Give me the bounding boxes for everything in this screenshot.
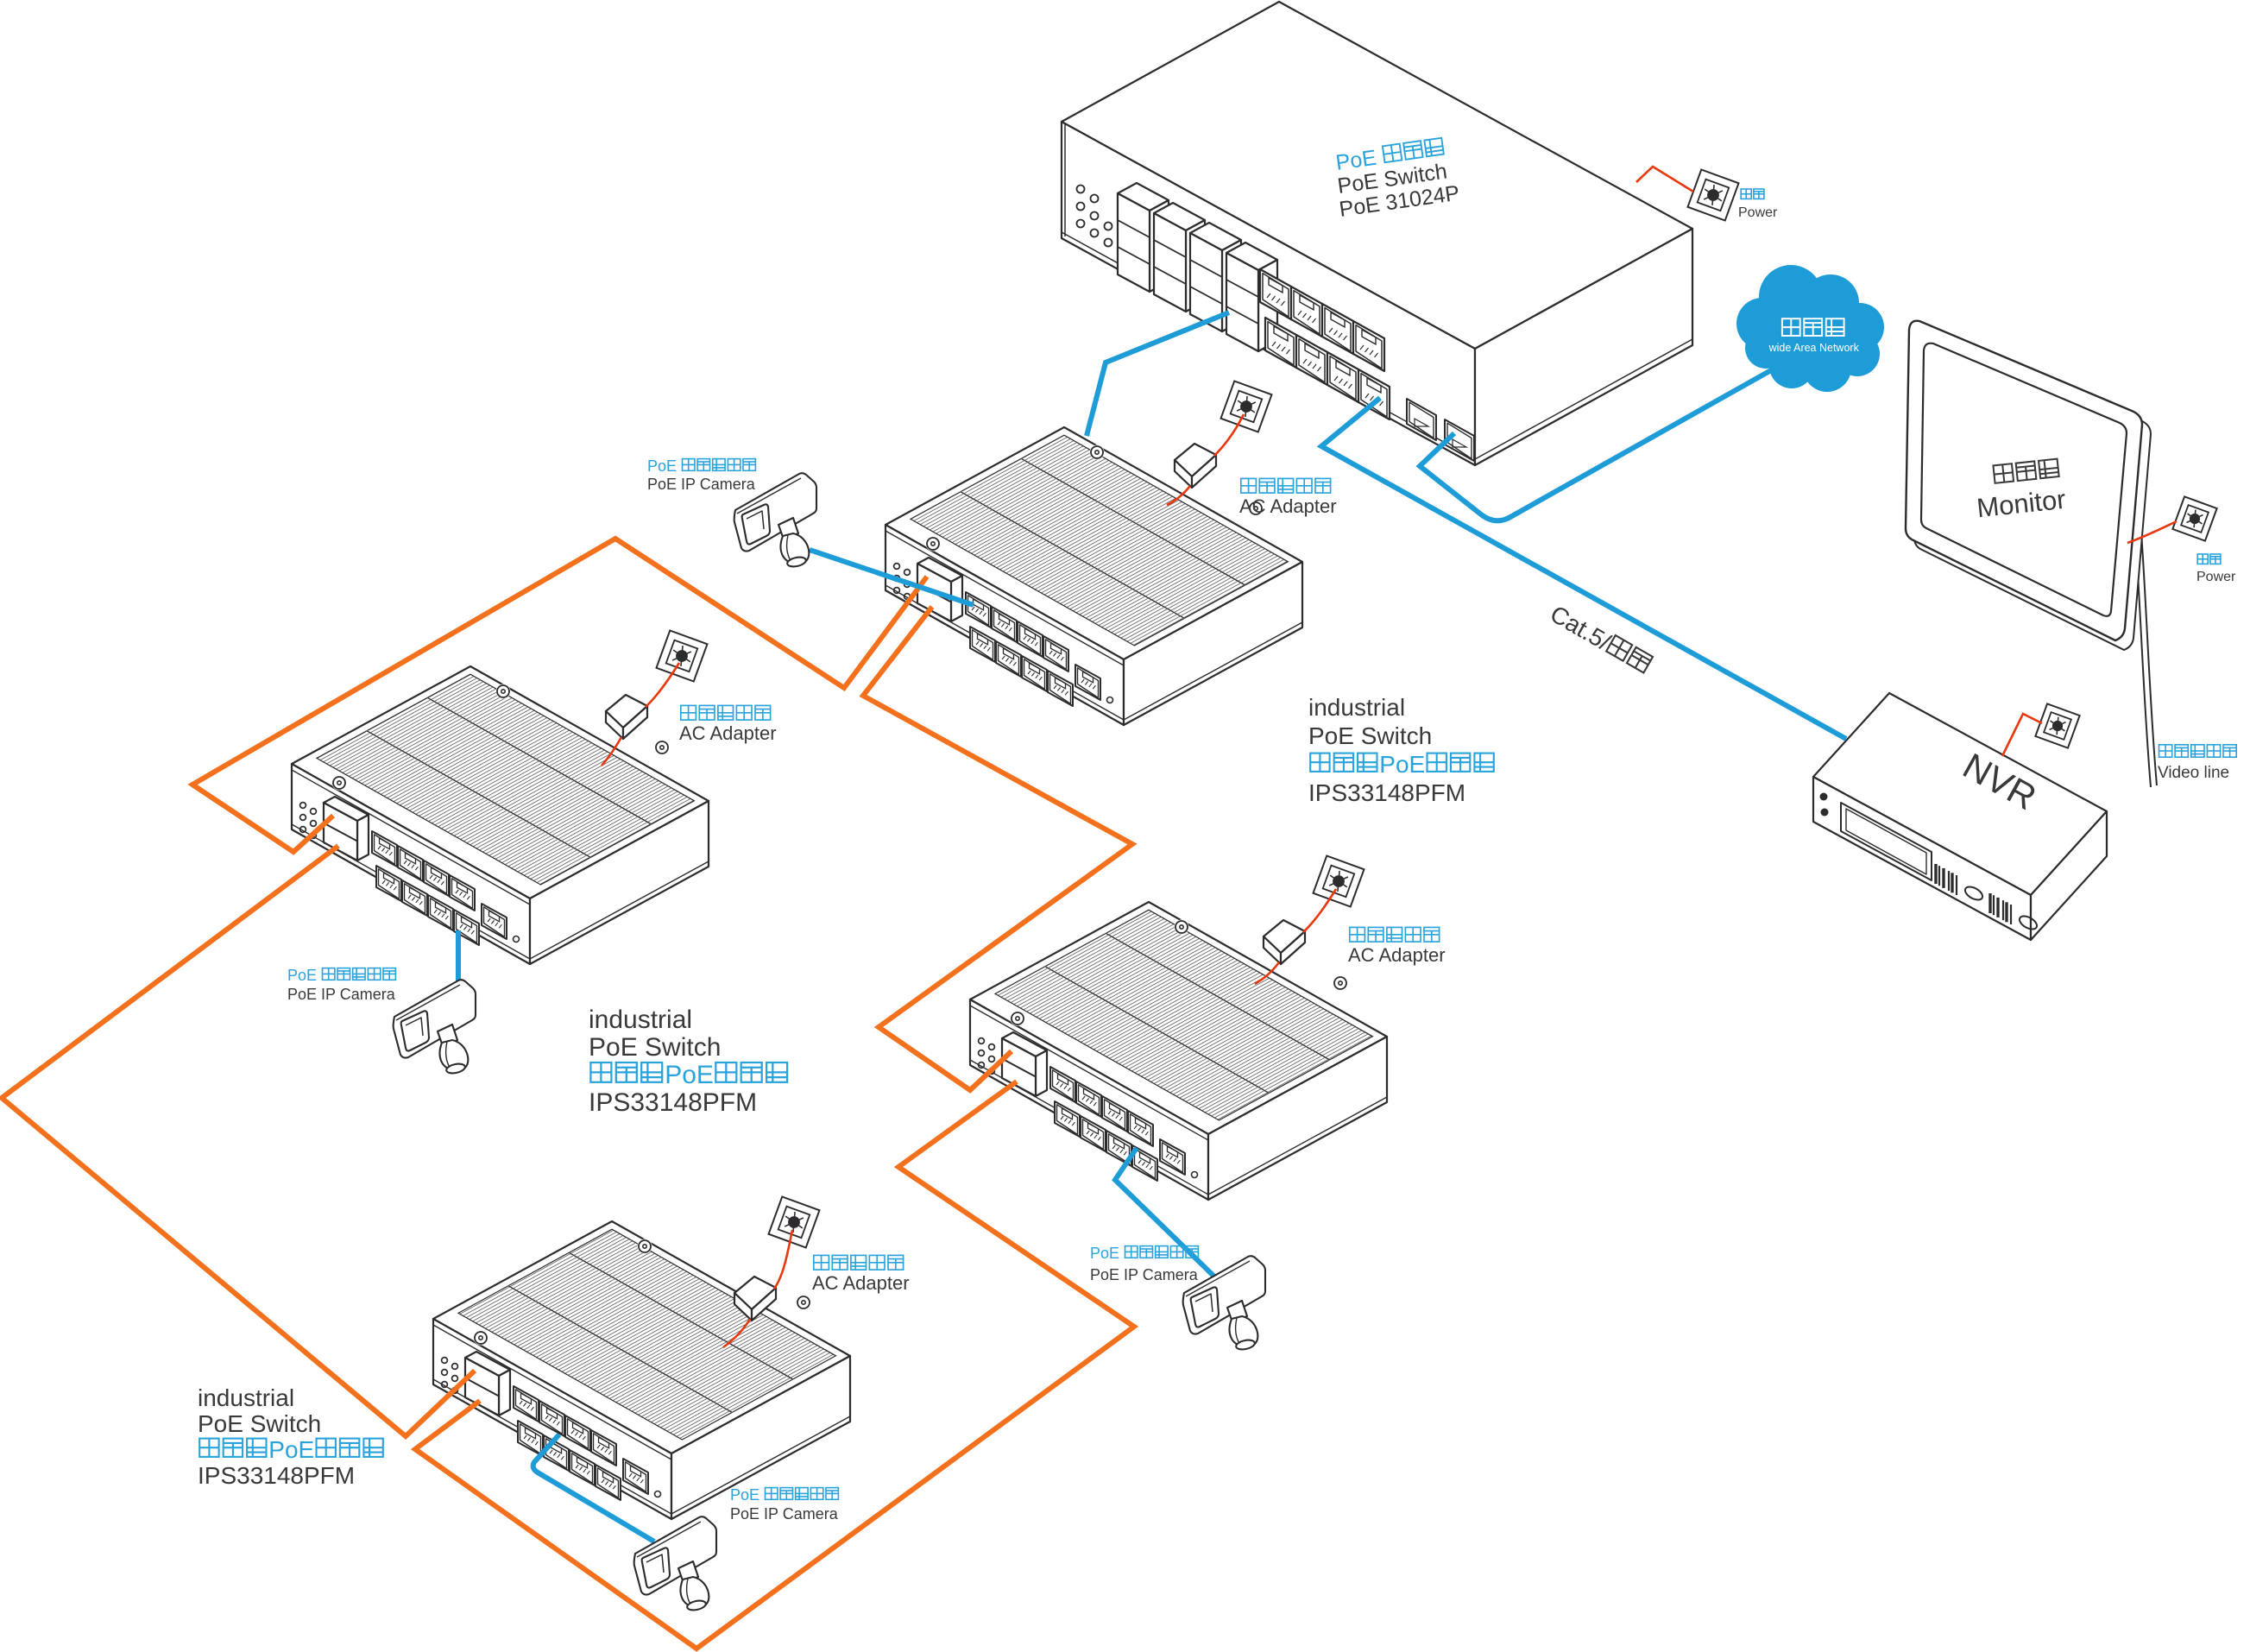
svg-text:PoE IP Camera: PoE IP Camera xyxy=(1090,1266,1199,1283)
svg-text:IPS33148PFM: IPS33148PFM xyxy=(589,1088,757,1117)
svg-text:PoE: PoE xyxy=(665,1061,714,1089)
svg-text:PoE: PoE xyxy=(287,967,317,984)
svg-text:Power: Power xyxy=(2196,570,2236,584)
svg-text:AC Adapter: AC Adapter xyxy=(1348,944,1446,966)
svg-text:IPS33148PFM: IPS33148PFM xyxy=(1308,779,1465,806)
svg-text:industrial: industrial xyxy=(1308,694,1405,721)
svg-text:PoE Switch: PoE Switch xyxy=(198,1410,321,1437)
svg-text:PoE: PoE xyxy=(730,1486,759,1504)
svg-text:PoE IP Camera: PoE IP Camera xyxy=(730,1505,839,1523)
svg-text:PoE IP Camera: PoE IP Camera xyxy=(287,986,396,1003)
svg-text:AC Adapter: AC Adapter xyxy=(679,722,777,744)
svg-text:Power: Power xyxy=(1738,205,1778,220)
svg-text:industrial: industrial xyxy=(589,1006,692,1034)
svg-text:PoE: PoE xyxy=(268,1436,314,1463)
svg-text:AC Adapter: AC Adapter xyxy=(812,1272,910,1294)
svg-text:Video line: Video line xyxy=(2158,764,2229,782)
svg-text:PoE Switch: PoE Switch xyxy=(589,1033,721,1062)
svg-text:wide Area Network: wide Area Network xyxy=(1768,342,1860,354)
svg-text:PoE Switch: PoE Switch xyxy=(1308,722,1432,749)
svg-text:PoE: PoE xyxy=(1090,1245,1119,1262)
svg-text:AC Adapter: AC Adapter xyxy=(1239,495,1337,517)
svg-text:PoE: PoE xyxy=(1379,751,1425,778)
svg-text:IPS33148PFM: IPS33148PFM xyxy=(198,1462,355,1489)
svg-text:PoE: PoE xyxy=(647,457,677,475)
svg-text:PoE: PoE xyxy=(1334,146,1378,175)
svg-text:PoE IP Camera: PoE IP Camera xyxy=(647,476,756,493)
svg-text:industrial: industrial xyxy=(198,1384,294,1411)
